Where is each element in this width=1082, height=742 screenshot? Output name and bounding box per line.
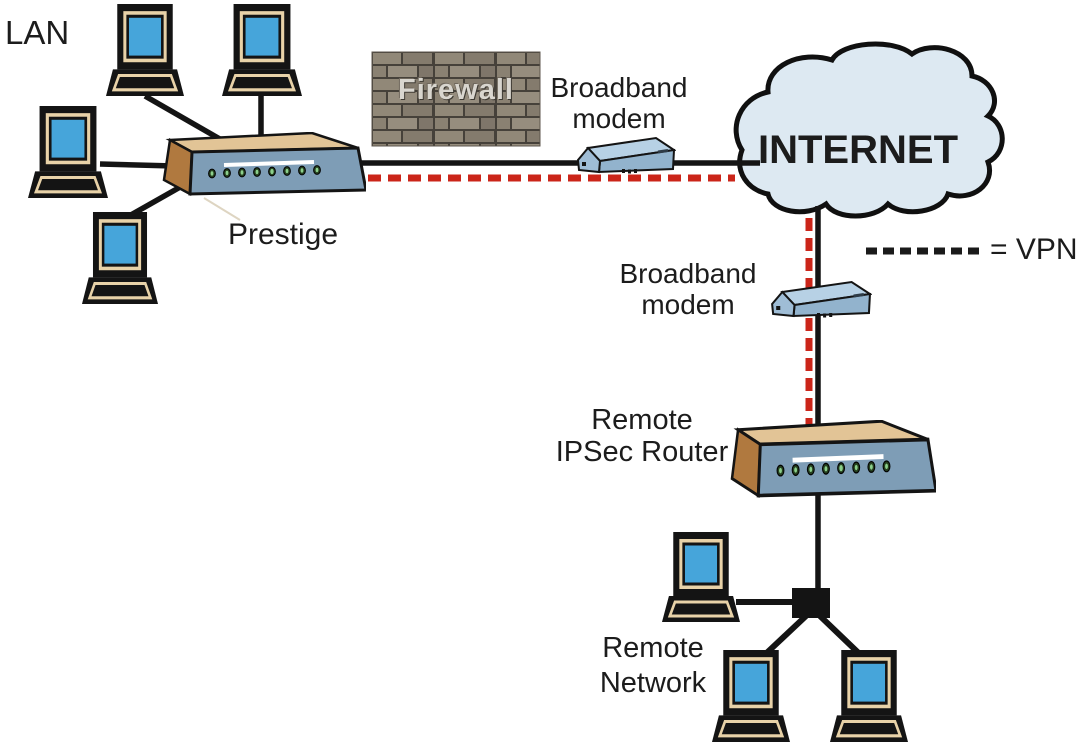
computer-icon-lan-2 <box>222 4 302 98</box>
broadband-modem-top-icon <box>576 136 676 175</box>
broadband-modem-top-label-line2: modem <box>572 103 666 134</box>
remote-ipsec-router-label-line2: IPSec Router <box>555 436 729 468</box>
broadband-modem-bottom-label-line2: modem <box>641 289 735 320</box>
computer-icon-lan-3 <box>28 106 108 200</box>
remote-ipsec-router-label-line1: Remote <box>591 404 693 436</box>
computer-icon-lan-1 <box>106 4 184 98</box>
broadband-modem-bottom-icon <box>770 280 872 320</box>
remote-ipsec-router-icon <box>732 421 936 495</box>
firewall-brick-wall-icon <box>371 51 541 147</box>
internet-label: INTERNET <box>758 128 958 172</box>
internet-cloud-icon <box>733 41 1005 219</box>
computer-icon-lan-4 <box>82 212 158 306</box>
computer-icon-remote-1 <box>662 532 740 624</box>
hub-icon <box>792 588 830 618</box>
remote-network-label: Remote Network <box>588 631 718 701</box>
remote-network-label-line1: Remote <box>602 632 704 664</box>
computer-icon-remote-3 <box>830 650 908 742</box>
broadband-modem-top-label: Broadband modem <box>543 72 695 134</box>
lan-label: LAN <box>5 14 70 51</box>
prestige-router-icon <box>162 132 366 196</box>
lan-link-3 <box>99 161 175 169</box>
prestige-callout-line <box>203 197 241 221</box>
prestige-label: Prestige <box>228 218 339 251</box>
vpn-legend-label: = VPN <box>990 233 1078 266</box>
broadband-modem-bottom-label: Broadband modem <box>610 258 766 320</box>
firewall-label: Firewall <box>398 74 514 106</box>
broadband-modem-bottom-label-line1: Broadband <box>619 258 757 289</box>
remote-network-label-line2: Network <box>599 667 707 699</box>
broadband-modem-top-label-line1: Broadband <box>550 72 688 103</box>
remote-ipsec-router-label: Remote IPSec Router <box>552 404 732 468</box>
computer-icon-remote-2 <box>712 650 790 742</box>
